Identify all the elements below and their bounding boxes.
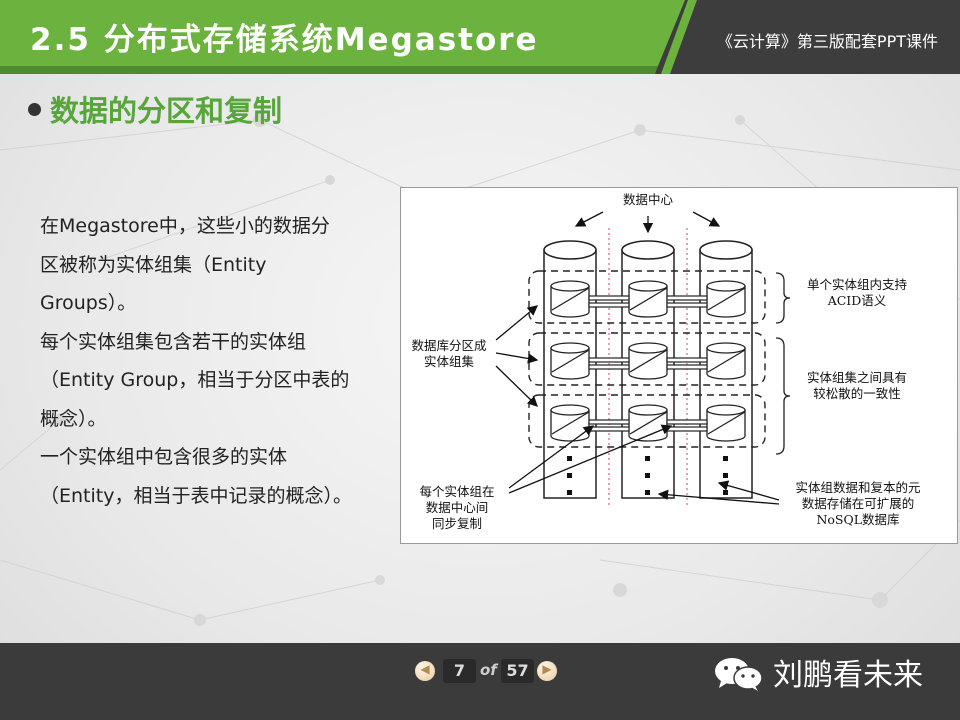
chevron-right-icon: ▶ <box>542 662 552 676</box>
label-datacenter: 数据中心 <box>622 192 673 207</box>
label-sync-replication: 每个实体组在 数据中心间 同步复制 <box>419 484 495 531</box>
brand-name: 刘鹏看未来 <box>773 658 923 693</box>
label-acid: 单个实体组内支持 ACID语义 <box>806 277 907 308</box>
label-partition: 数据库分区成 实体组集 <box>411 338 487 369</box>
body-line: （Entity，相当于表中记录的概念）。 <box>40 484 352 507</box>
megastore-architecture-figure: 数据中心 数据库分区成 实体组集 每个实体组在 数据中心间 同步复制 单个实体组… <box>400 187 958 544</box>
body-line: 一个实体组中包含很多的实体 <box>40 446 288 468</box>
section-heading: 数据的分区和复制 <box>50 94 283 128</box>
label-nosql: 实体组数据和复本的元 数据存储在可扩展的 NoSQL数据库 <box>795 480 921 527</box>
header-green-banner <box>0 0 697 74</box>
body-line: 区被称为实体组集（Entity <box>40 253 267 276</box>
wechat-icon <box>715 658 763 691</box>
chevron-left-icon: ◀ <box>420 662 430 676</box>
current-page: 7 <box>443 659 476 683</box>
slide-title: 2.5 分布式存储系统Megastore <box>30 22 539 58</box>
label-loose-consistency: 实体组集之间具有 较松散的一致性 <box>806 370 907 401</box>
footer-bar <box>0 643 960 720</box>
page-navigator: ◀ 7 of 57 ▶ <box>409 656 559 690</box>
body-text: 在Megastore中，这些小的数据分 区被称为实体组集（Entity Grou… <box>40 207 395 515</box>
body-line: 每个实体组集包含若干的实体组 <box>40 330 307 353</box>
body-line: 在Megastore中，这些小的数据分 <box>40 215 330 237</box>
body-line: 概念）。 <box>40 407 107 430</box>
body-line: （Entity Group，相当于分区中表的 <box>40 369 350 391</box>
body-line: Groups）。 <box>40 292 137 314</box>
next-page-button[interactable]: ▶ <box>537 661 557 681</box>
architecture-diagram <box>495 211 791 508</box>
total-pages: 57 <box>501 659 534 683</box>
prev-page-button[interactable]: ◀ <box>415 661 435 681</box>
course-label: 《云计算》第三版配套PPT课件 <box>716 32 938 51</box>
bullet-icon <box>28 103 41 116</box>
page-of-label: of <box>480 661 497 679</box>
